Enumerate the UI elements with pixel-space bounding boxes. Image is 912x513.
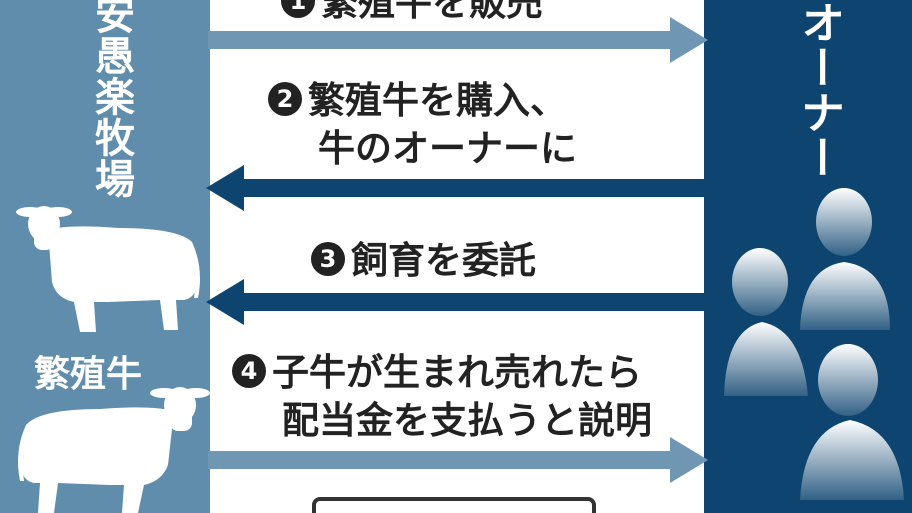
step-4-line-1: 子牛が生まれ売れたら — [272, 351, 642, 394]
ranch-title: 安愚楽牧場 — [88, 0, 134, 199]
step-4-number: 4 — [232, 353, 266, 388]
step-2-line-1: 繁殖牛を購入、 — [308, 79, 567, 122]
step-1-number: 1 — [281, 0, 315, 18]
owner-title: オーナー — [793, 0, 844, 180]
owners-silhouette-icon — [724, 188, 904, 500]
owner-panel — [704, 0, 912, 513]
step-1-text: 1 繁殖牛を販売 — [281, 0, 543, 28]
cow-icon-bottom — [18, 387, 210, 513]
step-4-line-2: 配当金を支払うと説明 — [282, 399, 652, 442]
arrow-step-2 — [206, 165, 706, 211]
step-1-line-1: 繁殖牛を販売 — [321, 0, 543, 24]
step-3-line-1: 飼育を委託 — [351, 239, 536, 282]
arrow-step-1 — [208, 17, 708, 63]
cow-icon-top — [16, 206, 200, 332]
step-2-line-2: 牛のオーナーに — [318, 127, 577, 170]
arrow-step-3 — [206, 279, 706, 325]
step-3-number: 3 — [311, 241, 345, 276]
step-2-number: 2 — [268, 81, 302, 116]
arrow-step-4 — [208, 437, 708, 483]
breeding-cattle-label: 繁殖牛 — [34, 354, 143, 395]
bottom-box — [312, 497, 596, 513]
